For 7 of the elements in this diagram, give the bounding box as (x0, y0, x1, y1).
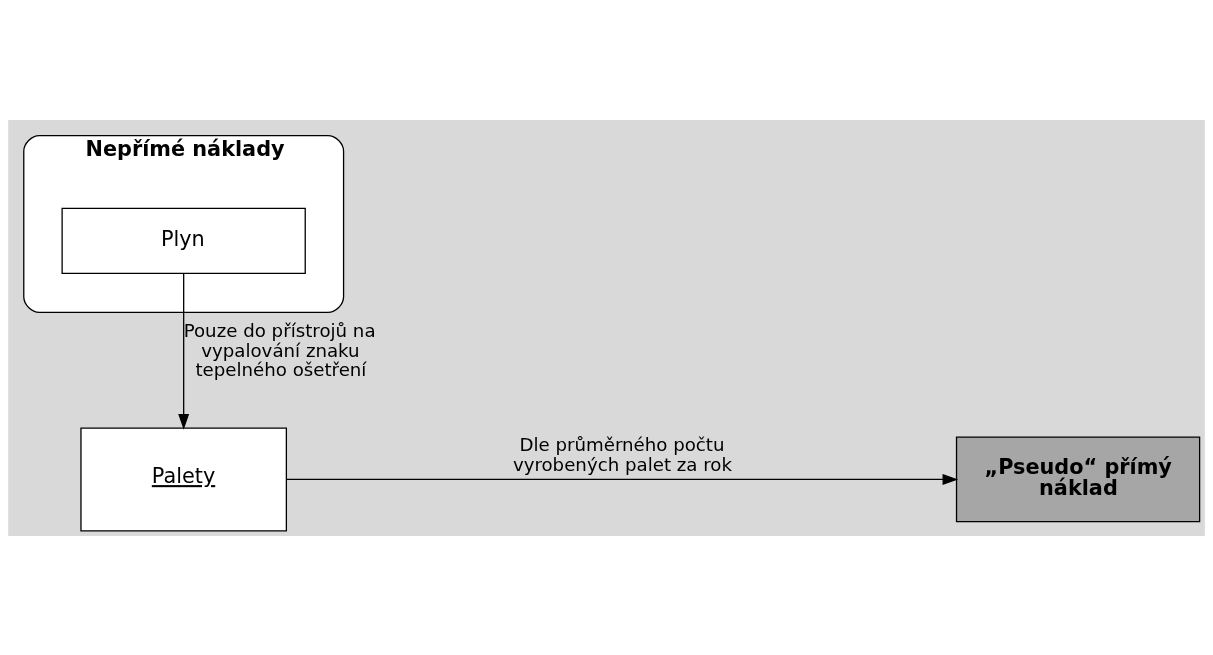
node-box: „Pseudo“ přímý náklad (955, 436, 1201, 522)
edge-label: Dle průměrného počtu vyrobených palet za rok (512, 433, 733, 475)
edge-label: Pouze do přístrojů na vypalování znaku tepelného ošetření (183, 319, 376, 380)
node-box: Plyn (61, 207, 306, 274)
arrow (286, 473, 959, 485)
arrow (178, 272, 190, 430)
node-box: Palety (80, 426, 287, 531)
